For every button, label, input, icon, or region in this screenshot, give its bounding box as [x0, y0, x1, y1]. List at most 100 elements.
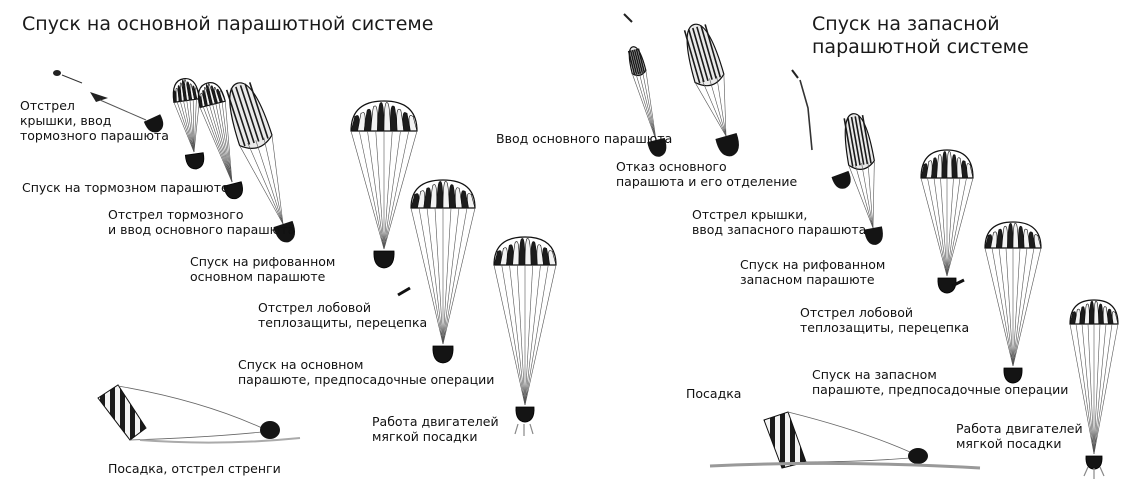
parachute: [410, 179, 476, 364]
label-main-descent: Спуск на основном парашюте, предпосадочн…: [238, 357, 494, 387]
canopy-stripe: [637, 48, 646, 74]
suspension-line: [193, 98, 200, 153]
canopy-outline: [410, 179, 476, 209]
reefed-parachute: [627, 46, 667, 157]
suspension-line: [209, 105, 233, 183]
capsule: [143, 114, 164, 133]
cover-fragment: [53, 70, 61, 76]
tether: [61, 74, 83, 84]
canopy-stripe: [627, 50, 636, 76]
main-system-title: Спуск на основной парашютной системе: [22, 13, 434, 35]
ground: [139, 437, 301, 444]
suspension-line: [493, 264, 526, 406]
suspension-line: [1012, 247, 1035, 367]
reserve-system-sequence: [623, 13, 1119, 479]
suspension-line: [1081, 323, 1095, 455]
canopy-gore: [1033, 234, 1042, 249]
suspension-line: [186, 100, 195, 153]
suspension-line: [442, 207, 468, 345]
suspension-line: [1093, 323, 1101, 455]
suspension-line: [933, 177, 948, 277]
suspension-line: [524, 264, 534, 406]
label-line: парашюта и его отделение: [616, 174, 798, 189]
suspension-line: [927, 177, 948, 277]
separated-line: [799, 79, 813, 151]
reefed-parachute: [683, 23, 739, 157]
canopy-gore: [442, 181, 450, 209]
canopy-gore: [1088, 300, 1095, 325]
canopy-gore: [936, 154, 943, 179]
deflated-canopy: [763, 411, 807, 469]
canopy-gore: [931, 157, 938, 179]
suspension-line: [1012, 247, 1028, 367]
suspension-line: [984, 247, 1014, 367]
canopy-gore: [530, 241, 538, 266]
capsule: [515, 406, 535, 423]
suspension-line: [367, 130, 385, 250]
suspension-line: [716, 76, 727, 137]
suspension-line: [255, 140, 284, 225]
suspension-line: [872, 160, 875, 229]
label-heatshield-jettison-reserve: Отстрел лобовой теплозащиты, перецепка: [800, 305, 969, 335]
canopy-gore: [548, 250, 557, 266]
suspension-line: [176, 101, 195, 153]
capsule-group: [143, 114, 164, 133]
canopy-stripe: [230, 88, 251, 145]
capsule: [1003, 367, 1023, 384]
suspension-line: [192, 99, 195, 153]
canopy-gore: [1098, 303, 1104, 325]
label-line: Отстрел: [20, 98, 75, 113]
label-line: Отстрел лобовой: [800, 305, 913, 320]
canopy-gore: [1111, 311, 1119, 325]
canopy-gore: [370, 105, 378, 132]
parachute: [1069, 299, 1119, 470]
capsule: [432, 345, 454, 364]
suspension-line: [173, 102, 195, 153]
label-line: теплозащиты, перецепка: [258, 315, 428, 330]
label-line: Спуск на рифованном: [190, 254, 336, 269]
canopy-stripe: [631, 49, 640, 75]
suspension-line: [509, 264, 526, 406]
capsule: [715, 132, 739, 157]
canopy-stripe: [683, 30, 701, 84]
main-system-sequence: [53, 70, 557, 444]
canopy-gore: [383, 102, 391, 132]
suspension-line: [263, 137, 284, 225]
canopy-outline: [984, 221, 1042, 249]
suspension-line: [183, 100, 195, 153]
heatshield-fragment: [951, 278, 965, 288]
suspension-line: [642, 71, 657, 141]
suspension-line: [1012, 247, 1042, 367]
suspension-line: [199, 107, 233, 183]
suspension-line: [180, 101, 195, 153]
suspension-line: [189, 100, 195, 153]
shroud-lines: [117, 385, 263, 429]
suspension-line: [206, 105, 233, 183]
suspension-line: [239, 145, 284, 225]
suspension-line: [221, 101, 233, 183]
suspension-line: [501, 264, 526, 406]
suspension-line: [516, 264, 526, 406]
label-line: парашюте, предпосадочные операции: [812, 382, 1069, 397]
canopy-stripe: [235, 86, 255, 144]
canopy-gore: [448, 184, 457, 209]
suspension-line: [1093, 323, 1119, 455]
label-cover-reserve: Отстрел крышки, ввод запасного парашюта: [692, 207, 866, 237]
suspension-line: [946, 177, 961, 277]
label-landing: Посадка, отстрел стренги: [108, 461, 281, 476]
label-drogue-jettison: Отстрел тормозного и ввод основного пара…: [108, 207, 295, 237]
label-line: Спуск на основном: [238, 357, 364, 372]
label-cover-jettison: Отстрел крышки, ввод тормозного парашюта: [20, 98, 169, 143]
canopy-stripe: [692, 27, 709, 82]
label-line: Отстрел тормозного: [108, 207, 244, 222]
suspension-line: [215, 103, 233, 183]
suspension-line: [867, 161, 874, 229]
suspension-line: [383, 130, 410, 250]
suspension-line: [1087, 323, 1095, 455]
suspension-line: [998, 247, 1014, 367]
suspension-line: [920, 177, 948, 277]
parachute: [493, 236, 557, 423]
canopy-stripe: [858, 115, 869, 165]
suspension-line: [991, 247, 1014, 367]
